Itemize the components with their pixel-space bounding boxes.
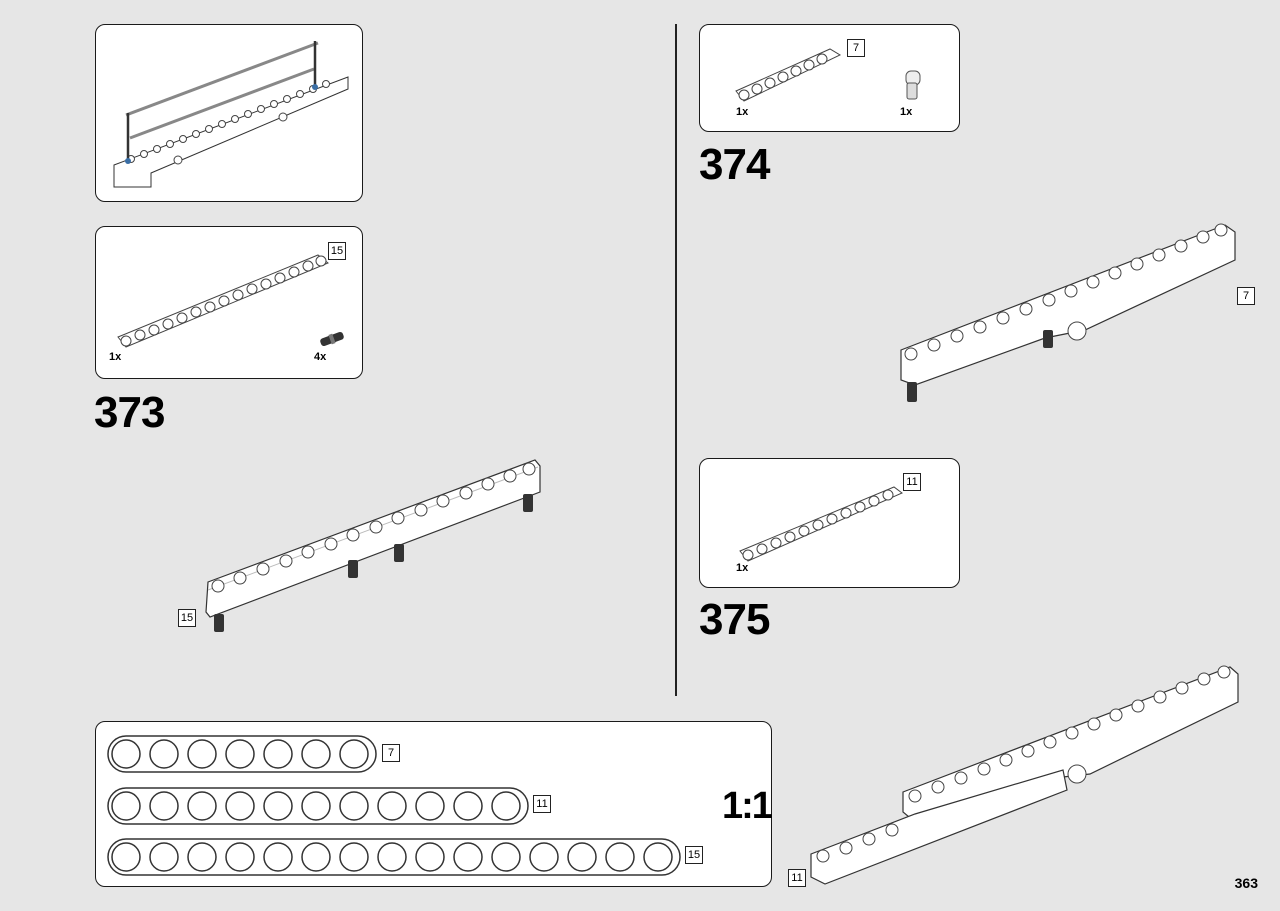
assembly-length-badge: 7 bbox=[1237, 287, 1255, 305]
step-number-375: 375 bbox=[699, 595, 770, 644]
step-373-assembly bbox=[205, 459, 541, 632]
beam-15-scale bbox=[107, 838, 681, 876]
pin-icon bbox=[320, 331, 344, 347]
scale-length-badge: 15 bbox=[685, 846, 703, 864]
part-quantity: 1x bbox=[736, 106, 749, 118]
scale-length-badge: 7 bbox=[382, 744, 400, 762]
page-number: 363 bbox=[1234, 875, 1258, 891]
part-length-badge: 11 bbox=[903, 473, 921, 491]
part-quantity: 1x bbox=[109, 351, 122, 363]
part-quantity: 1x bbox=[736, 562, 749, 574]
part-quantity: 1x bbox=[900, 106, 913, 118]
beam-11-scale bbox=[107, 787, 529, 825]
column-divider bbox=[675, 24, 677, 696]
step-number-374: 374 bbox=[699, 140, 770, 189]
beam-7-illustration bbox=[735, 48, 842, 102]
previous-assembly-illustration bbox=[113, 41, 349, 188]
part-length-badge: 7 bbox=[847, 39, 865, 57]
step-373-parts-panel: 15 1x 4x bbox=[95, 226, 363, 379]
step-number-373: 373 bbox=[94, 388, 165, 437]
step-375-assembly bbox=[810, 665, 1239, 885]
connector-icon bbox=[905, 70, 921, 100]
assembly-length-badge: 15 bbox=[178, 609, 196, 627]
assembly-length-badge: 11 bbox=[788, 869, 806, 887]
part-length-badge: 15 bbox=[328, 242, 346, 260]
step-374-parts-panel: 7 1x 1x bbox=[699, 24, 960, 132]
beam-15-illustration bbox=[117, 254, 329, 348]
beam-7-scale bbox=[107, 735, 377, 773]
part-quantity: 4x bbox=[314, 351, 327, 363]
scale-length-badge: 11 bbox=[533, 795, 551, 813]
step-375-parts-panel: 11 1x bbox=[699, 458, 960, 588]
scale-reference-panel: 7 11 15 1:1 bbox=[95, 721, 773, 887]
beam-11-illustration bbox=[739, 486, 903, 562]
step-374-assembly bbox=[900, 223, 1236, 402]
scale-label: 1:1 bbox=[722, 785, 773, 827]
previous-assembly-panel bbox=[95, 24, 363, 202]
